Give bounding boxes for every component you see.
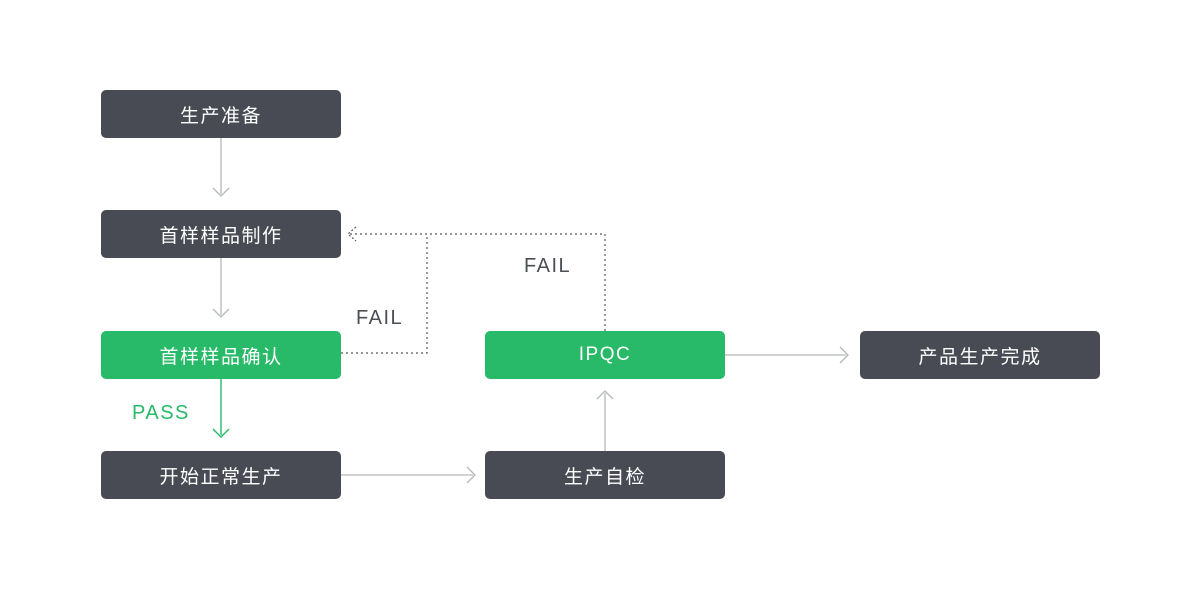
edge-label-pass: PASS <box>132 402 190 424</box>
edge-label-fail-ipqc: FAIL <box>524 255 572 277</box>
connector-self-check-to-ipqc <box>596 390 614 451</box>
node-sample-confirm-label: 首样样品确认 <box>159 346 283 368</box>
node-ipqc-label: IPQC <box>578 344 632 365</box>
node-production-prep-label: 生产准备 <box>179 105 262 127</box>
node-production-prep: 生产准备 <box>101 90 341 138</box>
connector-sample-make-to-confirm <box>212 258 230 318</box>
connector-ipqc-to-complete <box>725 346 849 364</box>
connector-fail-ipqc-to-sample-make <box>347 226 606 331</box>
node-self-check-label: 生产自检 <box>563 466 646 488</box>
node-start-production-label: 开始正常生产 <box>159 466 283 488</box>
node-self-check: 生产自检 <box>485 451 725 499</box>
node-ipqc: IPQC <box>485 331 725 379</box>
connector-start-production-to-self-check <box>341 466 476 484</box>
node-sample-make: 首样样品制作 <box>101 210 341 258</box>
connector-fail-confirm-to-sample-make <box>341 234 428 354</box>
node-production-complete-label: 产品生产完成 <box>918 346 1042 368</box>
node-start-production: 开始正常生产 <box>101 451 341 499</box>
node-sample-confirm: 首样样品确认 <box>101 331 341 379</box>
node-sample-make-label: 首样样品制作 <box>159 225 283 247</box>
connector-confirm-to-start-production <box>212 379 230 438</box>
connector-prep-to-sample-make <box>212 138 230 197</box>
node-production-complete: 产品生产完成 <box>860 331 1100 379</box>
edge-label-fail-confirm: FAIL <box>356 307 404 329</box>
